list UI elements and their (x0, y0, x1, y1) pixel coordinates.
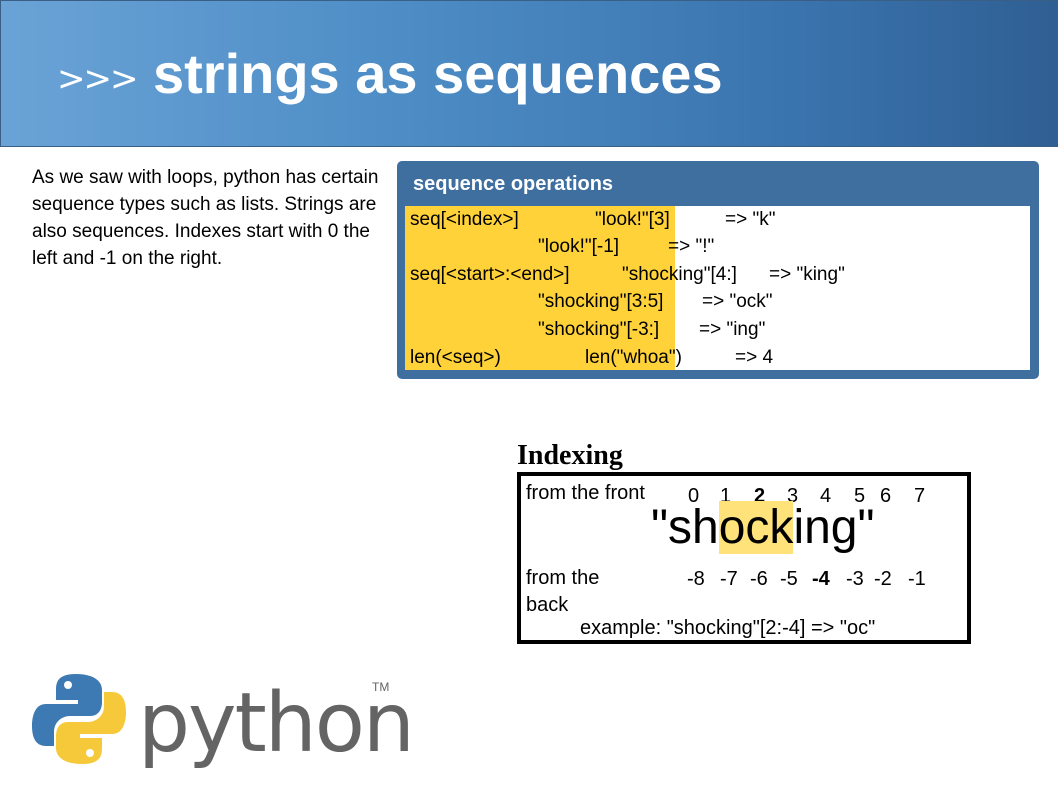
example-line-3: "shocking"[4:] (622, 264, 737, 285)
result-line-4: => "ock" (702, 291, 773, 312)
front-index-3: 3 (787, 485, 799, 507)
back-index-5: -3 (846, 568, 864, 590)
example-line-6: len("whoa") (585, 347, 682, 368)
back-index-4: -4 (812, 568, 830, 590)
back-index-7: -1 (908, 568, 926, 590)
example-line-5: "shocking"[-3:] (538, 319, 660, 340)
example-line-2: "look!"[-1] (538, 236, 620, 257)
word-shocking: "shocking" (651, 500, 875, 555)
back-index-2: -6 (750, 568, 768, 590)
result-line-1: => "k" (725, 209, 776, 230)
result-line-3: => "king" (769, 264, 845, 285)
front-index-0: 0 (688, 485, 700, 507)
front-index-4: 4 (820, 485, 832, 507)
trademark-symbol: TM (372, 680, 390, 694)
back-index-6: -2 (874, 568, 892, 590)
op-len: len(<seq>) (410, 347, 501, 368)
back-index-1: -7 (720, 568, 738, 590)
front-index-2: 2 (754, 485, 766, 507)
highlight-column (405, 206, 675, 370)
indexing-heading: Indexing (517, 440, 623, 471)
slide-header: >>> strings as sequences (0, 0, 1058, 147)
python-logo: python TM (28, 668, 415, 778)
word-suffix: ing" (793, 501, 875, 554)
python-snake-icon (32, 674, 126, 764)
slice-example: example: "shocking"[2:-4] => "oc" (580, 617, 876, 639)
python-wordmark: python (138, 676, 415, 771)
intro-text: As we saw with loops, python has certain… (32, 167, 379, 269)
op-index: seq[<index>] (410, 209, 519, 230)
op-slice: seq[<start>:<end>] (410, 264, 570, 285)
back-index-3: -5 (780, 568, 798, 590)
indexing-box (517, 472, 971, 644)
slide-title: strings as sequences (153, 42, 723, 105)
front-index-label: from the front (526, 482, 645, 504)
word-prefix: "sh (651, 501, 719, 554)
example-line-4: "shocking"[3:5] (538, 291, 664, 312)
result-line-6: => 4 (735, 347, 774, 368)
prompt-symbol: >>> (57, 59, 138, 99)
panel-title: sequence operations (413, 173, 614, 195)
word-highlighted-slice: ock (718, 501, 794, 554)
example-line-1: "look!"[3] (595, 209, 670, 230)
front-index-7: 7 (914, 485, 926, 507)
panel-body: seq[<index>] "look!"[3] => "k" "look!"[-… (405, 206, 1030, 370)
front-index-5: 5 (854, 485, 866, 507)
result-line-2: => "!" (668, 236, 715, 257)
back-index-label: from the back (526, 567, 600, 616)
back-index-0: -8 (687, 568, 705, 590)
result-line-5: => "ing" (699, 319, 766, 340)
front-index-1: 1 (720, 485, 732, 507)
sequence-operations-panel: sequence operations seq[<index>] "look!"… (397, 161, 1039, 379)
front-index-6: 6 (880, 485, 892, 507)
